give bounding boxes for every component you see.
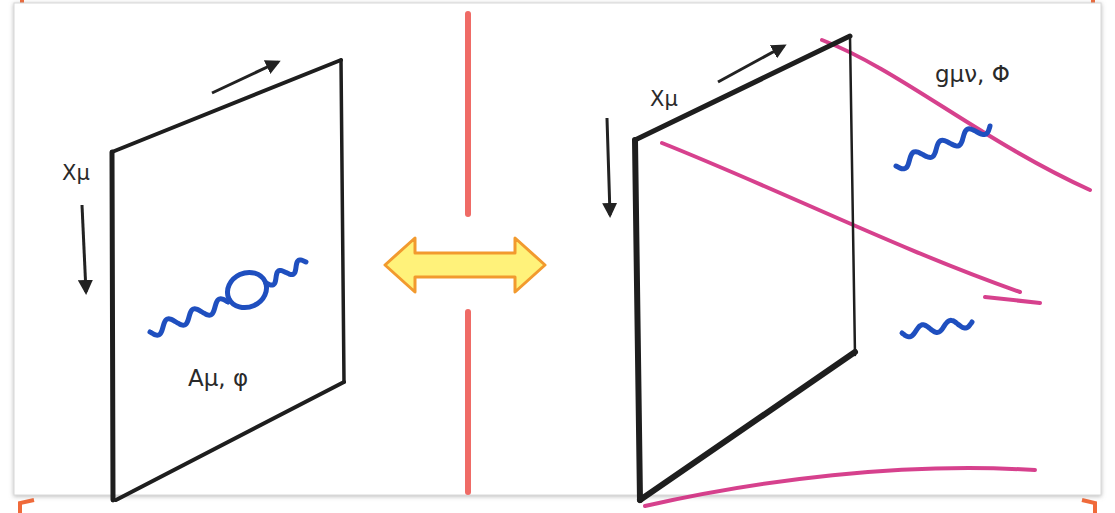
direction-arrow xyxy=(82,62,278,292)
gauge-loop xyxy=(150,260,306,335)
field-label: Aμ, φ xyxy=(188,366,248,391)
curved-geometry xyxy=(645,40,1090,506)
direction-arrow xyxy=(607,46,784,215)
field-label: Xμ xyxy=(62,162,90,185)
card xyxy=(14,3,1101,495)
field-label: gμν, Φ xyxy=(935,62,1010,87)
field-label: Xμ xyxy=(650,88,678,111)
graviton-wave xyxy=(896,126,990,337)
brane-right xyxy=(635,36,855,500)
duality-arrow xyxy=(385,238,545,292)
brane-left xyxy=(112,60,344,500)
